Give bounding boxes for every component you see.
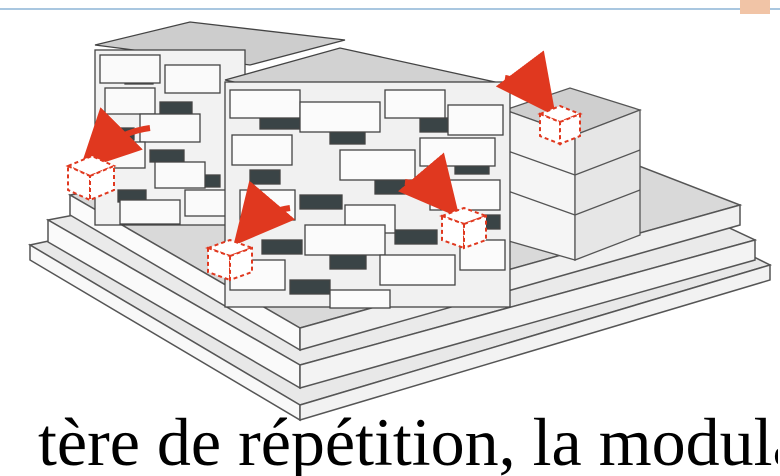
red-arrow-icon (233, 180, 296, 246)
slide-caption: tère de répétition, la modularisation (38, 408, 778, 476)
dashed-module-cube-icon (537, 104, 583, 146)
dashed-module-cube-icon (439, 206, 489, 250)
modular-building-diagram (27, 21, 773, 422)
dashed-module-cube-icon (65, 154, 117, 202)
dashed-module-cube-icon (205, 238, 255, 282)
red-arrow-icon (397, 152, 460, 218)
slide-top-rule (0, 8, 780, 10)
module-top-right (495, 50, 583, 146)
red-arrow-icon (495, 50, 556, 117)
central-tower (224, 47, 511, 309)
module-left (65, 107, 151, 202)
module-bottom-left (205, 180, 296, 282)
red-arrow-icon (79, 107, 151, 171)
extracted-modules (65, 50, 583, 282)
module-center (397, 152, 489, 250)
slide-corner-mark (740, 0, 770, 14)
